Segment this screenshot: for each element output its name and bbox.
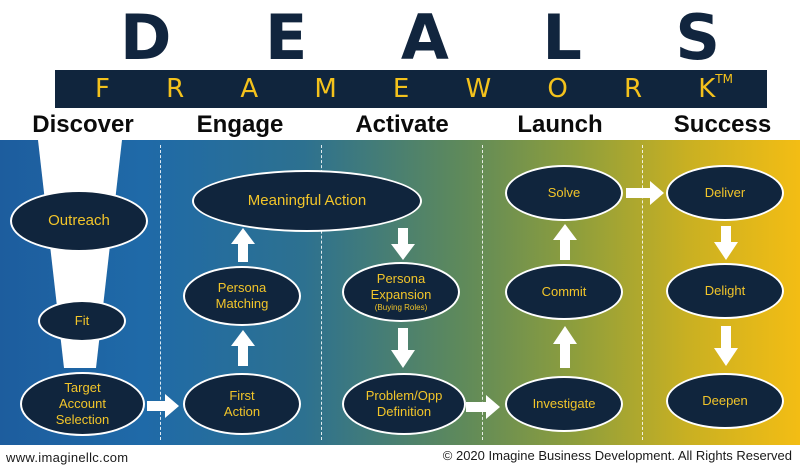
arrow-down-icon — [391, 228, 415, 260]
arrow-right-icon — [147, 394, 179, 418]
arrow-up-icon — [553, 326, 577, 368]
node-deliver: Deliver — [666, 165, 784, 221]
framework-banner: F R A M E W O R KTM — [55, 70, 767, 108]
arrow-down-icon — [391, 328, 415, 368]
arrow-up-icon — [231, 330, 255, 366]
phase-launch: Launch — [517, 111, 603, 138]
subtitle-letter: K — [698, 74, 716, 104]
node-persona-matching: Persona Matching — [183, 266, 301, 326]
node-solve: Solve — [505, 165, 623, 221]
node-label: Outreach — [48, 212, 110, 229]
node-label: Target — [64, 380, 101, 395]
node-outreach: Outreach — [10, 190, 148, 252]
node-label: Account — [59, 396, 106, 411]
node-label: Expansion — [370, 287, 432, 302]
node-label: Deliver — [704, 185, 746, 200]
node-label: Problem/Opp — [365, 388, 443, 403]
subtitle-letter: W — [465, 74, 492, 104]
node-label: Delight — [704, 283, 746, 298]
node-persona-expansion: Persona Expansion (Buying Roles) — [342, 262, 460, 322]
subtitle-letter: O — [547, 74, 568, 104]
column-divider — [321, 145, 322, 440]
subtitle-letter: F — [95, 74, 110, 104]
node-target-account-selection: Target Account Selection — [20, 372, 145, 436]
node-label: First — [229, 388, 255, 403]
subtitle-letter: E — [392, 74, 410, 104]
subtitle-letter: M — [314, 74, 337, 104]
phase-discover: Discover — [32, 111, 134, 138]
node-commit: Commit — [505, 264, 623, 320]
subtitle-letter: R — [166, 74, 185, 104]
copyright-text: © 2020 Imagine Business Development. All… — [442, 448, 792, 463]
node-problem-opp-definition: Problem/Opp Definition — [342, 373, 466, 435]
arrow-down-icon — [714, 326, 738, 366]
node-deepen: Deepen — [666, 373, 784, 429]
node-label: Meaningful Action — [247, 192, 367, 209]
subtitle-letter-k: KTM — [698, 72, 733, 104]
node-label: Fit — [74, 313, 90, 328]
subtitle-letter: R — [624, 74, 643, 104]
phase-activate: Activate — [355, 111, 449, 138]
column-divider — [482, 145, 483, 440]
website-link[interactable]: www.imaginellc.com — [6, 450, 129, 465]
arrow-up-icon — [553, 224, 577, 260]
title-letter: S — [675, 0, 720, 74]
node-fit: Fit — [38, 300, 126, 342]
title-letter: E — [264, 0, 308, 74]
title-letter: D — [120, 0, 172, 74]
trademark-mark: TM — [715, 72, 733, 86]
column-divider — [160, 145, 161, 440]
column-divider — [642, 145, 643, 440]
node-label: Selection — [55, 412, 110, 427]
title-letter: A — [400, 0, 449, 74]
node-label: Persona — [376, 271, 426, 286]
subtitle-letter: A — [240, 74, 259, 104]
node-label: Persona — [217, 280, 267, 295]
node-first-action: First Action — [183, 373, 301, 435]
node-meaningful-action: Meaningful Action — [192, 170, 422, 232]
node-label: Investigate — [532, 396, 596, 411]
node-label: Action — [223, 404, 261, 419]
phase-engage: Engage — [196, 111, 284, 138]
title-letter: L — [542, 0, 582, 74]
deals-title: D E A L S — [120, 1, 720, 74]
node-label: Solve — [547, 185, 581, 200]
node-label: Definition — [376, 404, 432, 419]
arrow-right-icon — [626, 181, 664, 205]
node-delight: Delight — [666, 263, 784, 319]
arrow-right-icon — [466, 395, 500, 419]
node-investigate: Investigate — [505, 376, 623, 432]
arrow-up-icon — [231, 228, 255, 262]
node-sublabel: (Buying Roles) — [374, 303, 428, 312]
arrow-down-icon — [714, 226, 738, 260]
node-label: Commit — [541, 284, 587, 299]
node-label: Matching — [215, 296, 269, 311]
node-label: Deepen — [702, 393, 748, 408]
phase-success: Success — [673, 111, 772, 138]
